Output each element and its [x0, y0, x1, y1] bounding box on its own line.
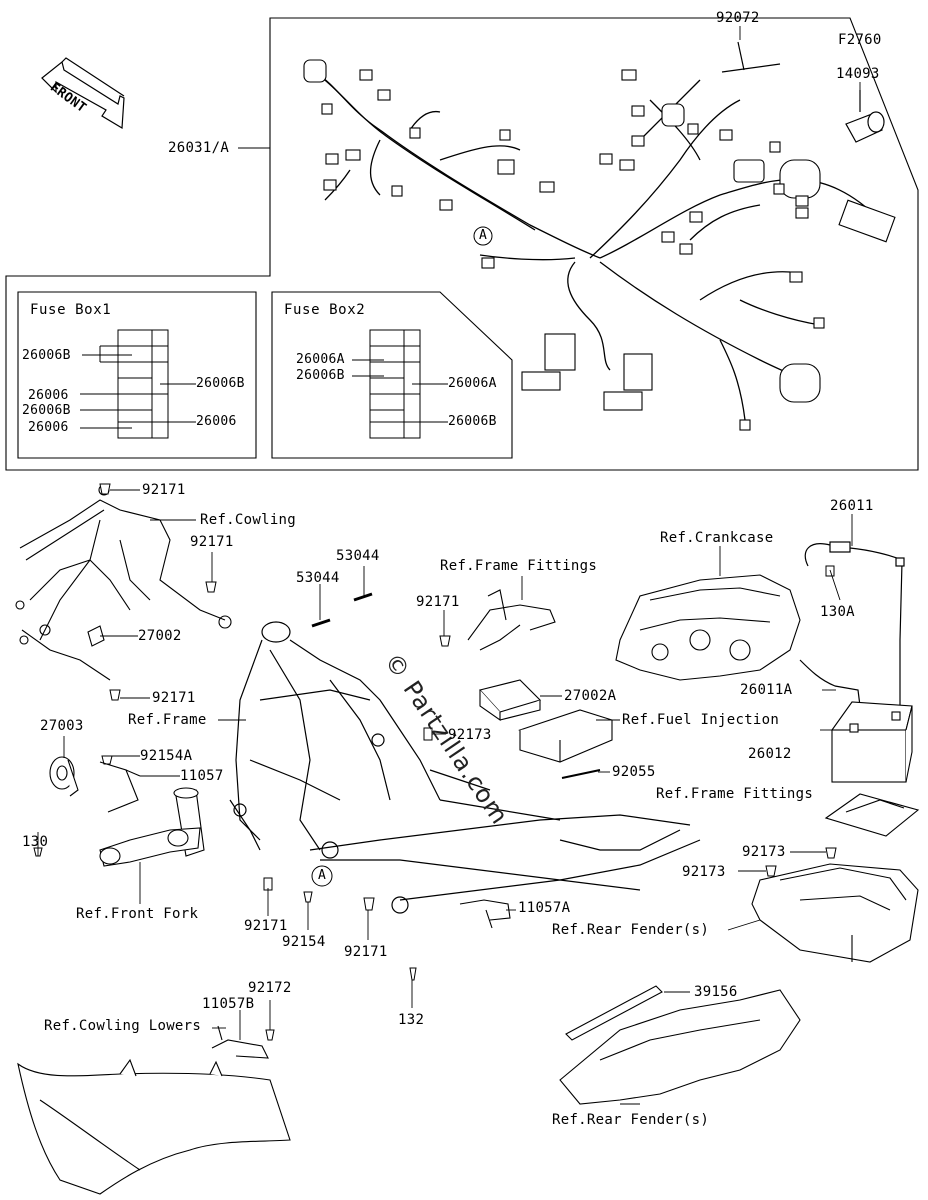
part-label-26011: 26011	[830, 498, 874, 514]
part-92072-icon	[721, 41, 781, 73]
ref-cowling-label: Ref.Cowling	[200, 512, 297, 528]
part-label-92173: 92173	[742, 844, 786, 860]
part-label-92154A: 92154A	[140, 748, 193, 764]
part-label-132: 132	[398, 1012, 425, 1028]
battery-tray-plate-drawing	[824, 793, 920, 837]
harness-connectors	[303, 59, 896, 431]
part-label-92173: 92173	[448, 727, 492, 743]
connector-a-marker-circle	[473, 226, 493, 246]
fuse-box-1-right-label: 26006	[196, 414, 237, 429]
ref-frame-label: Ref.Frame	[128, 712, 207, 728]
fuel-injection-box-drawing	[518, 709, 614, 763]
front-arrow-icon	[41, 57, 125, 130]
part-label-11057A: 11057A	[518, 900, 571, 916]
part-11057A-bracket-icon	[459, 899, 511, 929]
fuse-box-1-schematic	[80, 329, 196, 439]
cowling-lower-drawing	[17, 1058, 291, 1195]
fuse-box-2-title: Fuse Box2	[284, 302, 366, 318]
part-label-92171: 92171	[244, 918, 288, 934]
part-label-92055: 92055	[612, 764, 656, 780]
part-label-130: 130	[22, 834, 49, 850]
part-label-53044: 53044	[336, 548, 380, 564]
frame-drawing	[229, 621, 701, 914]
ref-frame-fittings-label: Ref.Frame Fittings	[440, 558, 598, 574]
part-label-92072: 92072	[716, 10, 760, 26]
part-label-11057: 11057	[180, 768, 224, 784]
harness-panel-outline	[5, 17, 919, 471]
part-27002A-ecu-icon	[478, 679, 542, 722]
part-label-27002A: 27002A	[564, 688, 617, 704]
ref-fuel-injection-label: Ref.Fuel Injection	[622, 712, 780, 728]
part-label-92171: 92171	[142, 482, 186, 498]
part-26011A-cable-icon	[799, 659, 861, 707]
fuse-box-2-frame	[271, 291, 513, 459]
part-label-130A: 130A	[820, 604, 855, 620]
frame-fittings-bracket-drawing	[467, 589, 556, 651]
frame-a-marker-circle	[311, 865, 333, 887]
part-11057-bracket-icon	[99, 761, 141, 813]
ref-cowling-lowers-label: Ref.Cowling Lowers	[44, 1018, 202, 1034]
crankcase-drawing	[615, 574, 801, 681]
ref-crankcase-label: Ref.Crankcase	[660, 530, 774, 546]
part-label-92171: 92171	[190, 534, 234, 550]
frame-a-marker: A	[318, 868, 327, 883]
front-fork-stem-drawing	[99, 787, 205, 867]
part-label-53044: 53044	[296, 570, 340, 586]
small-fasteners	[33, 483, 837, 1041]
ref-rear-fender-label: Ref.Rear Fender(s)	[552, 922, 710, 938]
part-label-92172: 92172	[248, 980, 292, 996]
part-92055-strip-icon	[561, 769, 601, 779]
fuse-box-2-right-label: 26006B	[448, 414, 497, 429]
part-label-92154: 92154	[282, 934, 326, 950]
part-label-27002: 27002	[138, 628, 182, 644]
connector-a-marker: A	[479, 228, 488, 243]
part-14093-icon	[845, 90, 885, 143]
part-27002-icon	[87, 625, 105, 647]
fuse-box-1-left-label: 26006	[28, 420, 69, 435]
fuse-box-1-title: Fuse Box1	[30, 302, 112, 318]
diagram-code: F2760	[838, 32, 882, 48]
part-label-92171: 92171	[152, 690, 196, 706]
ref-frame-fittings-label: Ref.Frame Fittings	[656, 786, 814, 802]
part-53044-strips-icon	[311, 592, 373, 628]
fuse-box-2-schematic	[352, 329, 448, 439]
harness-main-label: 26031/A	[168, 140, 230, 156]
part-label-92173: 92173	[682, 864, 726, 880]
part-label-26012: 26012	[748, 746, 792, 762]
ref-rear-fender-label: Ref.Rear Fender(s)	[552, 1112, 710, 1128]
leader-lines	[37, 26, 861, 1105]
fuse-box-1-left-label: 26006	[28, 388, 69, 403]
fuse-box-2-left-label: 26006A	[296, 352, 345, 367]
part-26012-battery-icon	[830, 701, 913, 783]
rear-fender-drawing	[559, 985, 801, 1105]
cowling-bracket-drawing	[15, 484, 232, 681]
fuse-box-1-right-label: 26006B	[196, 376, 245, 391]
part-label-39156: 39156	[694, 984, 738, 1000]
part-label-92171: 92171	[344, 944, 388, 960]
part-label-26011A: 26011A	[740, 682, 793, 698]
fuse-box-2-left-label: 26006B	[296, 368, 345, 383]
fuse-box-1-frame	[17, 291, 257, 459]
ref-front-fork-label: Ref.Front Fork	[76, 906, 199, 922]
main-wiring-harness	[315, 71, 881, 421]
fuse-box-2-right-label: 26006A	[448, 376, 497, 391]
part-label-92171: 92171	[416, 594, 460, 610]
part-26011-cable-icon	[804, 541, 905, 710]
part-label-11057B: 11057B	[202, 996, 255, 1012]
rear-fender-tray-drawing	[751, 863, 919, 963]
fuse-box-1-left-label: 26006B	[22, 348, 71, 363]
part-label-27003: 27003	[40, 718, 84, 734]
fuse-box-1-left-label: 26006B	[22, 403, 71, 418]
part-label-14093: 14093	[836, 66, 880, 82]
part-27003-horn-icon	[49, 756, 79, 797]
